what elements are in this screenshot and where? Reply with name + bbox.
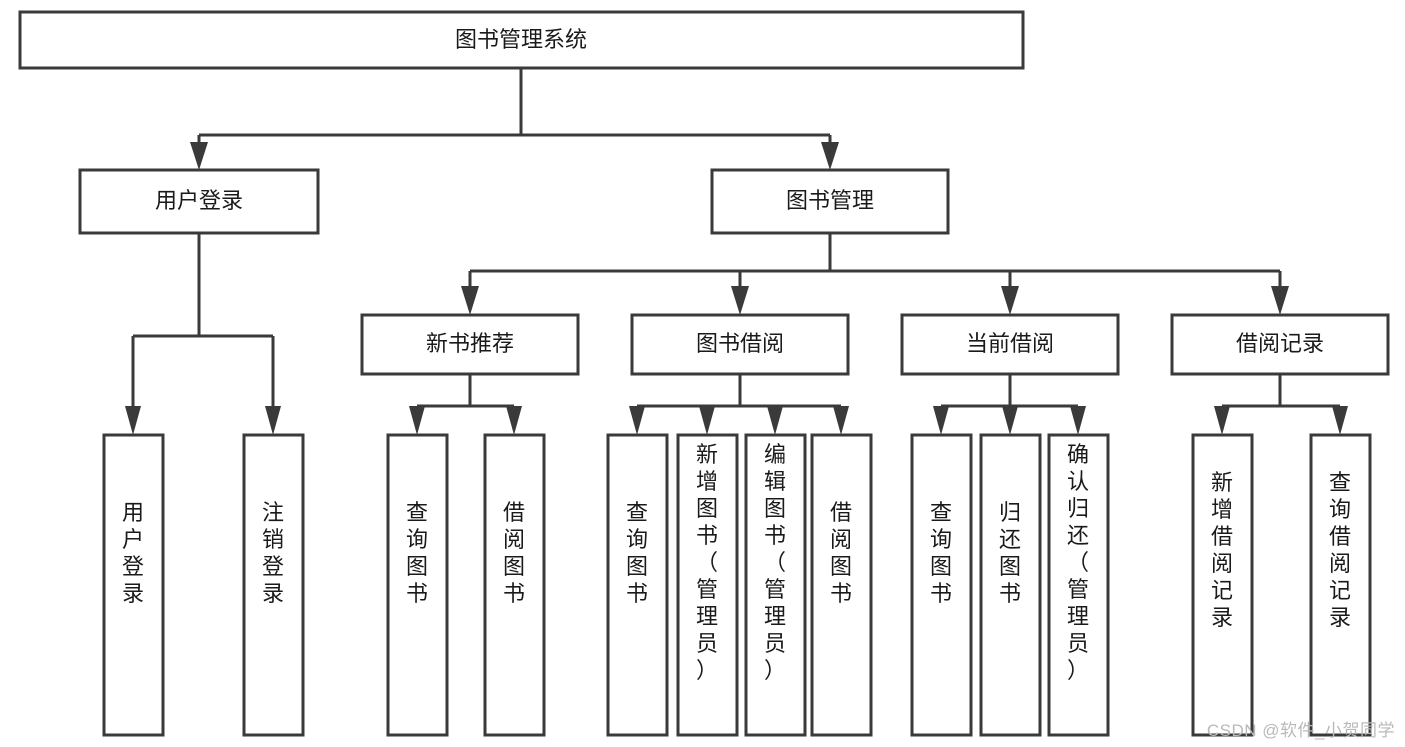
- node-current-borrow-box[interactable]: [900, 313, 1120, 376]
- node-leaf-confirm-return-box[interactable]: [1047, 433, 1110, 737]
- node-user-login[interactable]: 用户登录: [78, 168, 320, 235]
- arrow-leaf-add-record: [1214, 406, 1230, 435]
- node-leaf-return-book-label: 归还图书: [999, 500, 1021, 606]
- node-leaf-borrow-book-2-label: 借阅图书: [830, 500, 852, 606]
- node-leaf-query-record[interactable]: 查询借阅记录: [1309, 433, 1372, 737]
- node-book-borrow-box[interactable]: [630, 313, 850, 376]
- arrow-leaf-confirm-return: [1070, 406, 1086, 435]
- arrow-leaf-borrow-book-1: [506, 406, 522, 435]
- node-leaf-edit-book-box[interactable]: [744, 433, 807, 737]
- arrow-to-borrow-record: [1271, 286, 1289, 315]
- node-leaf-borrow-book-1[interactable]: 借阅图书: [483, 433, 546, 737]
- node-leaf-borrow-book-2[interactable]: 借阅图书: [810, 433, 873, 737]
- node-leaf-add-record[interactable]: 新增借阅记录: [1191, 433, 1254, 737]
- node-leaf-query-record-label: 查询借阅记录: [1329, 470, 1351, 630]
- node-leaf-query-book-2-label: 查询图书: [626, 500, 648, 606]
- arrow-to-book-borrow: [731, 286, 749, 315]
- arrow-leaf-logout: [265, 406, 281, 435]
- node-leaf-borrow-book-1-label: 借阅图书: [503, 500, 525, 606]
- node-root-label: 图书管理系统: [455, 27, 587, 52]
- node-leaf-logout-box[interactable]: [242, 433, 305, 737]
- csdn-watermark: CSDN @软件_小贺同学: [1206, 721, 1395, 740]
- node-leaf-return-book[interactable]: 归还图书: [979, 433, 1042, 737]
- node-new-book-recommend-box[interactable]: [360, 313, 580, 376]
- node-leaf-return-book-box[interactable]: [979, 433, 1042, 737]
- connector-layer: [125, 68, 1348, 435]
- node-leaf-add-book[interactable]: 新增图书（管理员）: [676, 433, 739, 737]
- node-leaf-logout[interactable]: 注销登录: [242, 433, 305, 737]
- node-book-manage[interactable]: 图书管理: [710, 168, 950, 235]
- arrow-to-user-login: [190, 142, 208, 170]
- node-leaf-query-book-1-box[interactable]: [386, 433, 449, 737]
- node-borrow-record-box[interactable]: [1170, 313, 1390, 376]
- node-leaf-add-book-label: 新增图书（管理员）: [696, 442, 718, 683]
- node-root-box[interactable]: [18, 10, 1025, 70]
- arrow-leaf-query-record: [1332, 406, 1348, 435]
- node-leaf-edit-book-label: 编辑图书（管理员）: [764, 442, 786, 683]
- node-leaf-borrow-book-1-box[interactable]: [483, 433, 546, 737]
- node-leaf-query-record-box[interactable]: [1309, 433, 1372, 737]
- arrow-leaf-query-book-3: [933, 406, 949, 435]
- node-leaf-query-book-3[interactable]: 查询图书: [910, 433, 973, 737]
- node-leaf-user-login-box[interactable]: [102, 433, 165, 737]
- node-leaf-confirm-return-label: 确认归还（管理员）: [1067, 442, 1089, 683]
- arrow-to-current-borrow: [1001, 286, 1019, 315]
- node-leaf-confirm-return[interactable]: 确认归还（管理员）: [1047, 433, 1110, 737]
- arrow-to-book-manage: [821, 142, 839, 170]
- node-leaf-query-book-3-label: 查询图书: [930, 500, 952, 606]
- node-leaf-query-book-2-box[interactable]: [606, 433, 669, 737]
- node-leaf-add-record-box[interactable]: [1191, 433, 1254, 737]
- node-borrow-record[interactable]: 借阅记录: [1170, 313, 1390, 376]
- node-book-manage-label: 图书管理: [786, 188, 874, 213]
- arrow-leaf-add-book: [699, 406, 715, 435]
- node-leaf-query-book-2[interactable]: 查询图书: [606, 433, 669, 737]
- node-borrow-record-label: 借阅记录: [1236, 331, 1324, 356]
- node-root[interactable]: 图书管理系统: [18, 10, 1025, 70]
- node-new-book-recommend-label: 新书推荐: [426, 331, 514, 356]
- node-user-login-box[interactable]: [78, 168, 320, 235]
- node-leaf-query-book-1[interactable]: 查询图书: [386, 433, 449, 737]
- arrow-leaf-borrow-book-2: [833, 406, 849, 435]
- node-leaf-add-book-box[interactable]: [676, 433, 739, 737]
- node-current-borrow-label: 当前借阅: [966, 331, 1054, 356]
- arrow-leaf-query-book-1: [409, 406, 425, 435]
- arrow-leaf-edit-book: [767, 406, 783, 435]
- node-leaf-borrow-book-2-box[interactable]: [810, 433, 873, 737]
- node-leaf-query-book-3-box[interactable]: [910, 433, 973, 737]
- arrow-leaf-query-book-2: [629, 406, 645, 435]
- arrow-leaf-return-book: [1002, 406, 1018, 435]
- node-leaf-query-book-1-label: 查询图书: [406, 500, 428, 606]
- arrow-to-new-book-rec: [461, 286, 479, 315]
- node-current-borrow[interactable]: 当前借阅: [900, 313, 1120, 376]
- node-book-borrow[interactable]: 图书借阅: [630, 313, 850, 376]
- node-user-login-label: 用户登录: [155, 188, 243, 213]
- node-new-book-recommend[interactable]: 新书推荐: [360, 313, 580, 376]
- node-leaf-user-login-label: 用户登录: [122, 500, 144, 606]
- node-leaf-add-record-label: 新增借阅记录: [1211, 470, 1233, 630]
- node-book-borrow-label: 图书借阅: [696, 331, 784, 356]
- node-leaf-edit-book[interactable]: 编辑图书（管理员）: [744, 433, 807, 737]
- node-leaf-user-login[interactable]: 用户登录: [102, 433, 165, 737]
- arrow-leaf-user-login: [125, 406, 141, 435]
- node-leaf-logout-label: 注销登录: [262, 500, 284, 606]
- node-book-manage-box[interactable]: [710, 168, 950, 235]
